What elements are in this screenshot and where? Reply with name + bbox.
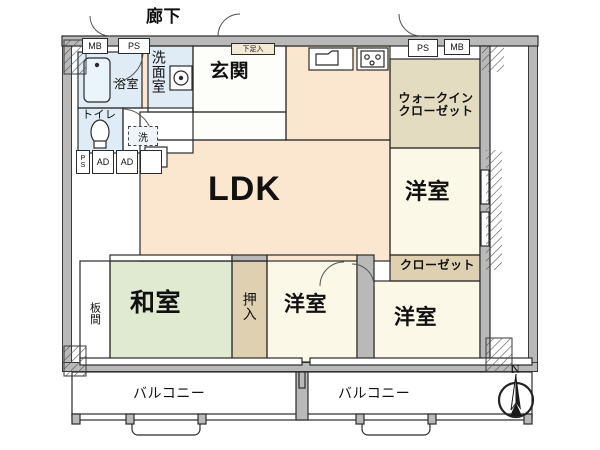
label-japanese-room: 和室 bbox=[130, 289, 182, 317]
label-western-room-southeast: 洋室 bbox=[394, 306, 437, 329]
label-corridor: 廊下 bbox=[146, 7, 181, 26]
label-balcony-right: バルコニー bbox=[338, 385, 411, 401]
label-ad-blank bbox=[140, 150, 162, 174]
hatch-top-left bbox=[63, 39, 87, 75]
door-swing-entrance bbox=[217, 13, 241, 37]
hatch-bottom-left bbox=[63, 345, 87, 377]
walk-in-closet-fill bbox=[390, 59, 480, 148]
hatch-bottom-right bbox=[485, 337, 513, 373]
label-ldk: LDK bbox=[208, 170, 281, 208]
label-ad-left: AD bbox=[92, 150, 114, 174]
room-western-center-fill bbox=[267, 261, 357, 362]
door-swing-corridor-left bbox=[89, 15, 111, 37]
label-washroom: 洗面室 bbox=[150, 50, 167, 94]
label-wic-line2: クローゼット bbox=[398, 103, 474, 118]
label-oshiire: 押入 bbox=[241, 292, 258, 321]
hatch-right-wall bbox=[486, 150, 502, 270]
room-western-southeast-fill bbox=[374, 281, 480, 362]
label-ps-left: PS bbox=[118, 38, 150, 54]
door-swing-western-center bbox=[319, 261, 345, 287]
label-closet-right: クローゼット bbox=[400, 258, 476, 272]
label-itama: 板間 bbox=[88, 302, 101, 325]
label-toilet: トイレ bbox=[82, 109, 117, 121]
label-mb-right: MB bbox=[444, 39, 470, 55]
door-swing-western-southeast bbox=[351, 263, 375, 287]
label-balcony-left: バルコニー bbox=[133, 385, 206, 401]
room-western-northeast-fill bbox=[390, 148, 480, 255]
label-western-room-northeast: 洋室 bbox=[405, 179, 451, 204]
room-japanese-fill bbox=[110, 261, 232, 362]
label-shoe-box: 下足入 bbox=[231, 43, 275, 55]
hatch-top-right bbox=[482, 46, 504, 72]
balcony-right-fill bbox=[302, 372, 532, 416]
label-bath: 浴室 bbox=[114, 77, 140, 91]
itama-fill bbox=[80, 261, 110, 362]
label-entrance: 玄関 bbox=[210, 61, 250, 82]
label-washer: 洗 bbox=[128, 126, 158, 146]
balcony-left-fill bbox=[72, 372, 302, 416]
label-ps-small: P S bbox=[76, 150, 90, 174]
door-swing-bath bbox=[112, 51, 144, 83]
label-mb-left: MB bbox=[82, 38, 108, 54]
label-ps-small-s: S bbox=[80, 162, 86, 169]
label-ad-right: AD bbox=[116, 150, 138, 174]
oshiire-fill bbox=[232, 261, 267, 362]
closet-right-fill bbox=[390, 255, 480, 281]
label-wic-line1: ウォークイン bbox=[398, 91, 474, 105]
room-entrance-fill bbox=[193, 46, 286, 112]
compass-rose bbox=[497, 373, 535, 419]
door-swing-corridor-right bbox=[398, 13, 422, 37]
label-compass-north: N bbox=[511, 362, 521, 376]
label-ps-right: PS bbox=[408, 39, 438, 57]
label-western-room-center: 洋室 bbox=[284, 293, 327, 316]
label-ps-small-p: P bbox=[80, 155, 86, 162]
label-walk-in-closet: ウォークイン クローゼット bbox=[398, 92, 474, 117]
